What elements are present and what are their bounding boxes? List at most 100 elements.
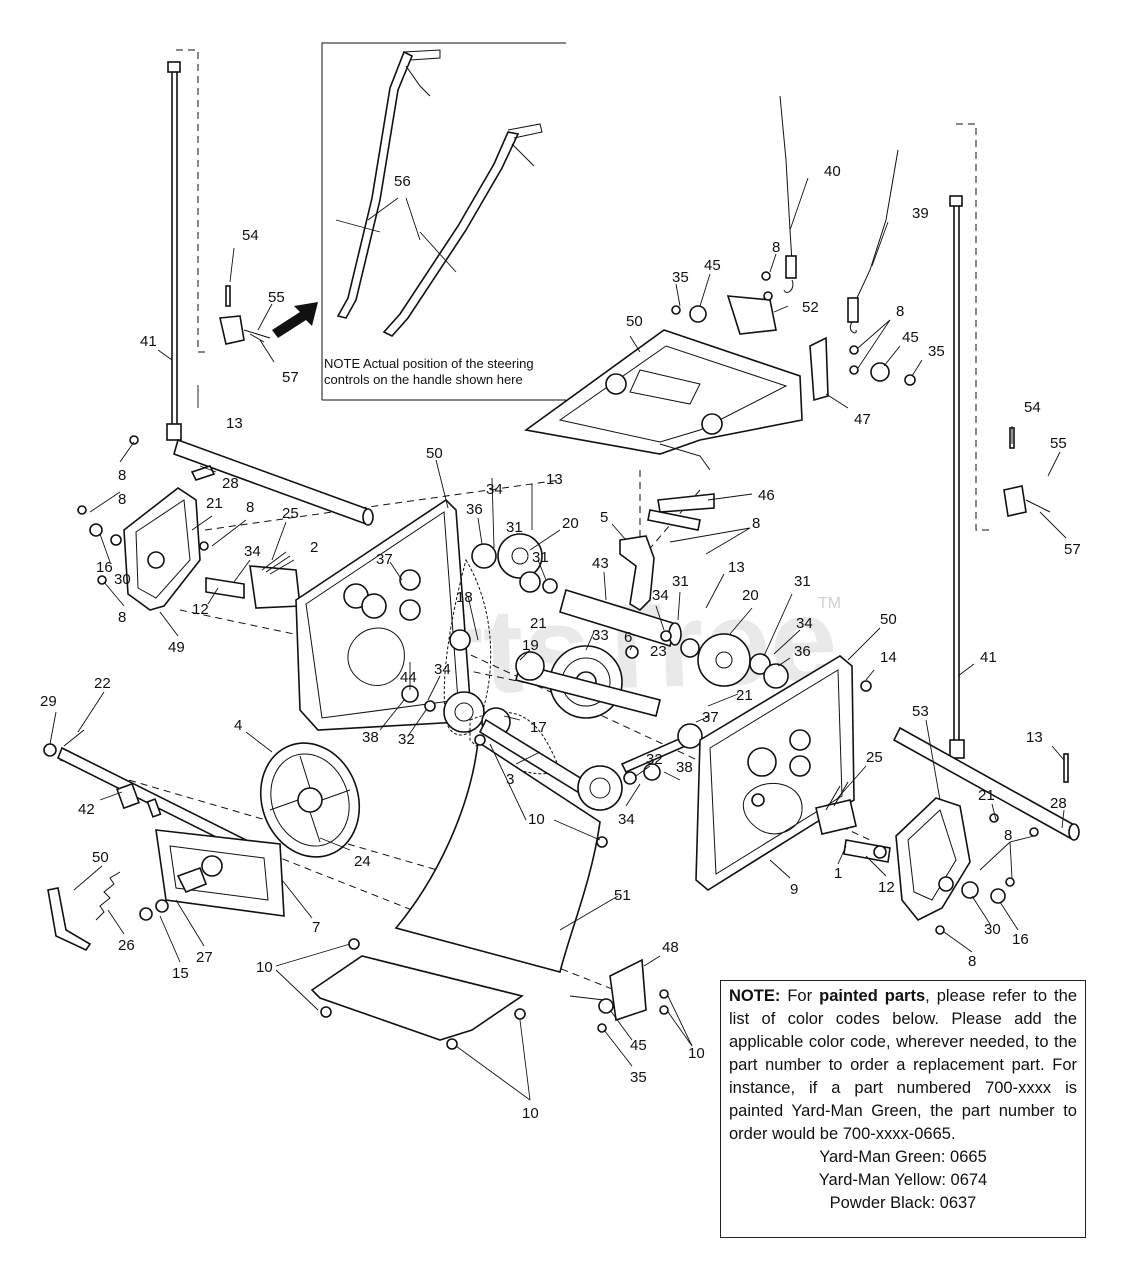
drive-chain-left (443, 558, 492, 736)
callout-4: 4 (234, 717, 242, 734)
callout-9: 9 (790, 881, 798, 898)
inset-handle-detail (272, 42, 566, 401)
callout-56: 56 (394, 173, 411, 190)
callout-2: 2 (310, 539, 318, 556)
callout-44: 44 (400, 669, 417, 686)
callout-50: 50 (880, 611, 897, 628)
callout-29: 29 (40, 693, 57, 710)
callout-23: 23 (650, 643, 667, 660)
callout-33: 33 (592, 627, 609, 644)
right-bracket-47 (809, 336, 916, 402)
callout-8: 8 (772, 239, 780, 256)
callout-34: 34 (486, 481, 503, 498)
painted-parts-note: NOTE: For painted parts, please refer to… (720, 980, 1086, 1238)
callout-36: 36 (794, 643, 811, 660)
callout-54: 54 (1024, 399, 1041, 416)
callout-39: 39 (912, 205, 929, 222)
upper-sprockets (471, 533, 558, 594)
callout-26: 26 (118, 937, 135, 954)
right-sprocket-20 (625, 630, 789, 689)
bracket-48 (569, 958, 669, 1033)
cover-plate-7 (139, 829, 285, 921)
callout-16: 16 (96, 559, 113, 576)
callout-34: 34 (618, 811, 635, 828)
callout-55: 55 (268, 289, 285, 306)
axle-3 (478, 718, 703, 811)
callout-34: 34 (244, 543, 261, 560)
note-text-2: , please refer to the list of color code… (729, 987, 1077, 1143)
callout-35: 35 (928, 343, 945, 360)
shift-lever-5 (619, 493, 715, 612)
callout-32: 32 (398, 731, 415, 748)
callout-15: 15 (172, 965, 189, 982)
callout-35: 35 (630, 1069, 647, 1086)
right-side-plate (695, 655, 855, 891)
callout-14: 14 (880, 649, 897, 666)
callout-12: 12 (878, 879, 895, 896)
callout-40: 40 (824, 163, 841, 180)
callout-49: 49 (168, 639, 185, 656)
callout-37: 37 (702, 709, 719, 726)
callout-30: 30 (984, 921, 1001, 938)
callout-37: 37 (376, 551, 393, 568)
callout-19: 19 (522, 637, 539, 654)
callout-35: 35 (672, 269, 689, 286)
callout-31: 31 (532, 549, 549, 566)
callout-13: 13 (1026, 729, 1043, 746)
inset-note: NOTE Actual position of the steering con… (324, 356, 534, 387)
callout-31: 31 (506, 519, 523, 536)
callout-55: 55 (1050, 435, 1067, 452)
callout-30: 30 (114, 571, 131, 588)
callout-8: 8 (896, 303, 904, 320)
left-shaft-housing (77, 435, 374, 611)
wheel-4 (259, 742, 361, 858)
left-control-rod (166, 61, 182, 441)
callout-6: 6 (624, 629, 632, 646)
callout-46: 46 (758, 487, 775, 504)
note-body: NOTE: For painted parts, please refer to… (729, 985, 1077, 1146)
callout-34: 34 (796, 615, 813, 632)
callout-41: 41 (140, 333, 157, 350)
callout-8: 8 (118, 609, 126, 626)
right-shaft-housing (815, 680, 1080, 935)
callout-1: 1 (834, 865, 842, 882)
callout-3: 3 (506, 771, 514, 788)
callout-13: 13 (728, 559, 745, 576)
note-heading: NOTE: (729, 987, 781, 1005)
callout-47: 47 (854, 411, 871, 428)
callout-10: 10 (522, 1105, 539, 1122)
callout-22: 22 (94, 675, 111, 692)
note-bold-term: painted parts (819, 987, 926, 1005)
callout-25: 25 (866, 749, 883, 766)
left-bracket-54-57 (219, 285, 271, 345)
callout-45: 45 (704, 257, 721, 274)
left-side-plate (295, 498, 471, 731)
callout-28: 28 (222, 475, 239, 492)
callout-50: 50 (426, 445, 443, 462)
callout-34: 34 (434, 661, 451, 678)
callout-42: 42 (78, 801, 95, 818)
callout-8: 8 (1004, 827, 1012, 844)
callout-16: 16 (1012, 931, 1029, 948)
base-plate (310, 938, 526, 1050)
callout-10: 10 (688, 1045, 705, 1062)
callout-50: 50 (92, 849, 109, 866)
callout-labels: 41 54 55 57 13 8 28 21 8 25 2 34 16 30 8… (40, 163, 1081, 1122)
callout-8: 8 (752, 515, 760, 532)
callout-8: 8 (118, 491, 126, 508)
callout-51: 51 (614, 887, 631, 904)
callout-8: 8 (246, 499, 254, 516)
right-control-rod (949, 195, 965, 759)
callout-50: 50 (626, 313, 643, 330)
callout-28: 28 (1050, 795, 1067, 812)
callout-36: 36 (466, 501, 483, 518)
friction-wheel-33 (515, 645, 661, 719)
callout-7: 7 (312, 919, 320, 936)
callout-45: 45 (630, 1037, 647, 1054)
callout-12: 12 (192, 601, 209, 618)
callout-57: 57 (1064, 541, 1081, 558)
callout-21: 21 (530, 615, 547, 632)
callout-32: 32 (646, 751, 663, 768)
note-text-1: For (780, 987, 820, 1005)
shield-51 (394, 734, 608, 973)
